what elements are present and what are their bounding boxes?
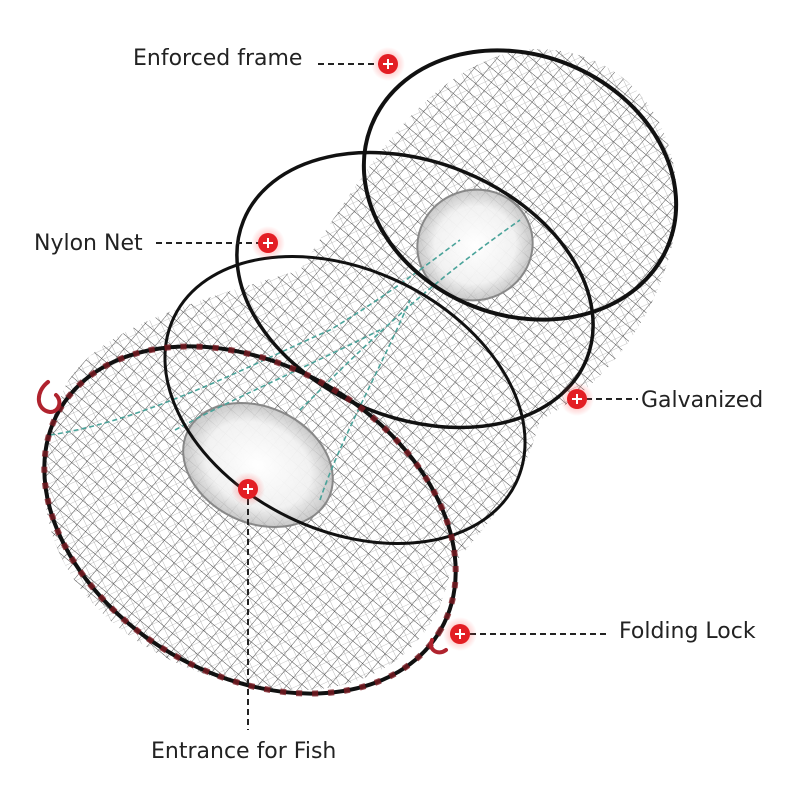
label-nylon-net: Nylon Net [34,231,143,256]
marker-nylon-net [251,226,285,260]
front-rim [41,343,459,697]
frame-hoop-1 [361,48,679,322]
marker-enforced-frame [371,47,405,81]
leader-lines [156,63,638,730]
lock-hook-right [429,638,448,655]
marker-folding-lock [443,617,477,651]
frame-hoop-2 [235,150,595,430]
label-galvanized: Galvanized [641,388,764,413]
marker-galvanized [560,382,594,416]
frame-hoop-3 [163,255,527,545]
lock-hook-left [36,380,62,415]
back-funnel [416,188,534,302]
marker-entrance-for-fish [231,472,265,506]
label-enforced-frame: Enforced frame [133,46,303,71]
label-entrance-for-fish: Entrance for Fish [151,739,337,764]
label-folding-lock: Folding Lock [619,619,756,644]
